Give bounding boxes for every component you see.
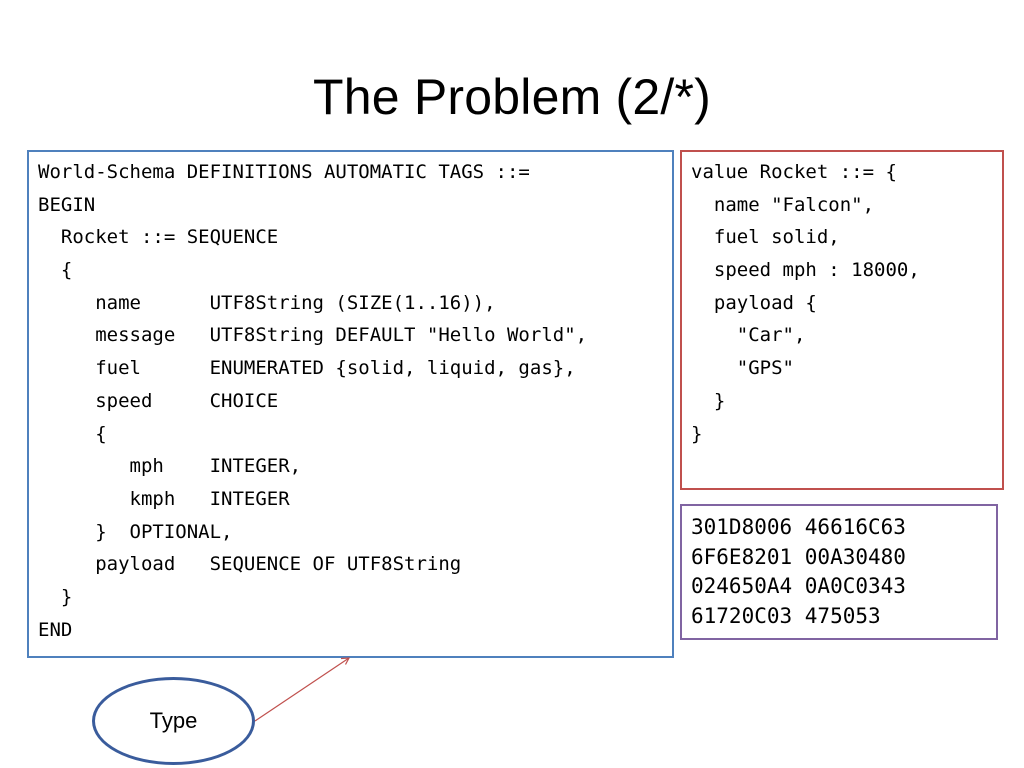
value-line: } [691,422,703,445]
encoded-hex-box: 301D8006 46616C63 6F6E8201 00A30480 0246… [680,504,998,640]
hex-line: 301D8006 46616C63 [691,515,906,539]
callout-arrowhead [340,657,351,665]
schema-line: World-Schema DEFINITIONS AUTOMATIC TAGS … [38,161,530,183]
schema-code-lines: World-Schema DEFINITIONS AUTOMATIC TAGS … [29,152,672,646]
value-line: speed mph : 18000, [691,259,920,282]
type-callout-bubble: Type [92,677,255,765]
schema-line: message UTF8String DEFAULT "Hello World"… [38,324,588,347]
value-notation-box: value Rocket ::= { name "Falcon", fuel s… [680,150,1004,490]
type-callout-label: Type [149,708,198,733]
value-line: payload { [691,291,817,314]
schema-line: { [38,259,73,282]
schema-line: BEGIN [38,193,96,216]
schema-line: name UTF8String (SIZE(1..16)), [38,291,496,314]
value-line: fuel solid, [691,226,840,249]
schema-line: kmph INTEGER [38,487,290,510]
value-line: name "Falcon", [691,193,875,216]
value-line: } [691,389,726,412]
schema-line: speed CHOICE [38,389,279,412]
value-line: "Car", [691,324,806,347]
value-line: "GPS" [691,357,794,380]
schema-line: END [38,618,73,641]
hex-line: 024650A4 0A0C0343 [691,574,906,598]
schema-line: { [38,422,107,445]
hex-code-lines: 301D8006 46616C63 6F6E8201 00A30480 0246… [682,506,996,631]
schema-line: } [38,585,73,608]
value-code-lines: value Rocket ::= { name "Falcon", fuel s… [682,152,1002,450]
schema-line: } OPTIONAL, [38,520,233,543]
asn1-schema-box: World-Schema DEFINITIONS AUTOMATIC TAGS … [27,150,674,658]
slide-title: The Problem (2/*) [313,69,711,125]
value-line: value Rocket ::= { [691,161,897,183]
schema-line: payload SEQUENCE OF UTF8String [38,553,462,576]
hex-line: 61720C03 475053 [691,603,881,628]
callout-arrow-line [254,657,350,722]
schema-line: Rocket ::= SEQUENCE [38,226,279,249]
schema-line: mph INTEGER, [38,455,302,478]
hex-line: 6F6E8201 00A30480 [691,544,906,569]
schema-line: fuel ENUMERATED {solid, liquid, gas}, [38,357,576,380]
